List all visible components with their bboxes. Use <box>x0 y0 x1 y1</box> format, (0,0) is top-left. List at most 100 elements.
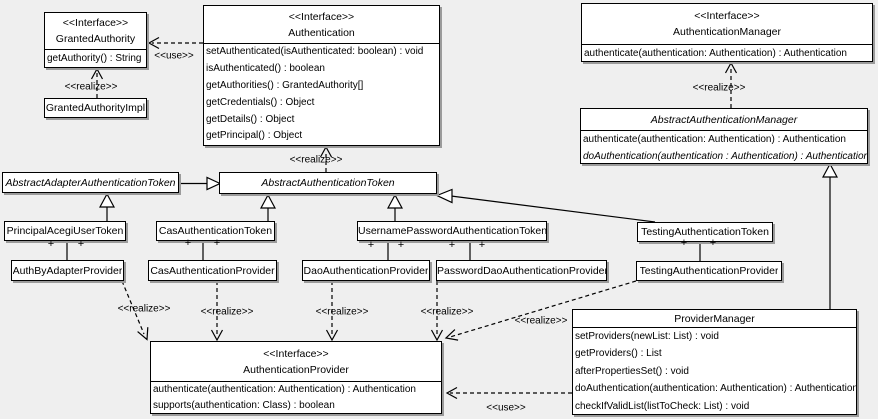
stereotype-label: <<Interface>> <box>288 10 355 23</box>
edge-generalization-cas-authentication-token <box>259 193 277 221</box>
association-plus-marker: + <box>397 239 405 251</box>
method: checkIfValidList(listToCheck: List) : vo… <box>575 400 750 412</box>
class-testing-authentication-token: TestingAuthenticationToken <box>637 222 773 242</box>
class-name: Authentication <box>288 26 355 39</box>
edge-label-realize: <<realize>> <box>117 303 171 315</box>
class-password-dao-authentication-provider: PasswordDaoAuthenticationProvider <box>436 260 607 281</box>
association-plus-marker: + <box>709 237 717 249</box>
class-cas-authentication-token: CasAuthenticationToken <box>156 221 275 241</box>
association-plus-marker: + <box>478 239 486 251</box>
method: getAuthority() : String <box>47 53 142 64</box>
edge-label-realize: <<realize>> <box>289 154 343 166</box>
edge-generalization-username-password-token <box>386 193 404 221</box>
method: getCredentials() : Object <box>206 96 315 108</box>
association-plus-marker: + <box>367 239 375 251</box>
method: authenticate(authentication: Authenticat… <box>583 134 846 145</box>
method: getAuthorities() : GrantedAuthority[] <box>206 79 364 91</box>
edge-realize-authbyadapter-provider <box>121 280 149 341</box>
method: authenticate(authentication: Authenticat… <box>584 48 847 59</box>
edge-use-authentication-to-grantedauthority <box>147 36 203 50</box>
class-name: AuthenticationManager <box>673 26 781 38</box>
class-granted-authority: <<Interface>> GrantedAuthority getAuthor… <box>44 12 147 68</box>
method: authenticate(authentication: Authenticat… <box>153 384 416 395</box>
edge-label-realize: <<realize>> <box>315 306 369 318</box>
class-auth-by-adapter-provider: AuthByAdapterProvider <box>11 260 124 281</box>
class-abstract-authentication-token: AbstractAuthenticationToken <box>219 172 437 194</box>
edge-generalization-testing-authentication-token <box>435 188 656 223</box>
class-name: PasswordDaoAuthenticationProvider <box>437 264 606 277</box>
edge-realize-dao-authentication-provider <box>325 281 339 342</box>
class-name: ProviderManager <box>674 312 755 325</box>
class-name: AuthenticationProvider <box>243 363 349 376</box>
methods-compartment: authenticate(authentication: Authenticat… <box>151 381 441 413</box>
edge-generalization-principal-acegi-user-token <box>98 192 116 221</box>
method-abstract: doAuthentication(authentication : Authen… <box>583 151 867 162</box>
methods-compartment: authenticate(authentication: Authenticat… <box>581 130 867 163</box>
stereotype-label: <<Interface>> <box>62 17 129 29</box>
class-name: AbstractAuthenticationManager <box>650 113 798 126</box>
class-name: GrantedAuthorityImpl <box>45 102 146 114</box>
class-cas-authentication-provider: CasAuthenticationProvider <box>148 260 277 281</box>
method: getPrincipal() : Object <box>206 130 303 142</box>
edge-label-realize: <<realize>> <box>692 82 746 94</box>
class-name: UsernamePasswordAuthenticationToken <box>358 225 546 237</box>
edge-label-realize: <<realize>> <box>420 306 474 318</box>
class-name: AuthByAdapterProvider <box>12 264 123 277</box>
method: setProviders(newList: List) : void <box>575 331 719 342</box>
class-authentication: <<Interface>> Authentication setAuthenti… <box>203 5 440 146</box>
class-name: AbstractAuthenticationToken <box>261 177 395 189</box>
method: setAuthenticated(isAuthenticated: boolea… <box>206 46 424 57</box>
class-name: TestingAuthenticationToken <box>641 226 769 238</box>
method: getDetails() : Object <box>206 113 295 125</box>
method: doAuthentication(authentication: Authent… <box>575 383 856 395</box>
edge-label-realize: <<realize>> <box>64 81 118 93</box>
association-plus-marker: + <box>213 237 221 249</box>
class-abstract-authentication-manager: AbstractAuthenticationManager authentica… <box>580 108 868 164</box>
association-plus-marker: + <box>47 238 55 250</box>
edge-realize-abstract-authentication-token <box>319 145 333 172</box>
class-name: CasAuthenticationProvider <box>150 264 275 277</box>
edge-generalization-adapter-token-to-abstract-token <box>179 176 222 191</box>
edge-realize-passworddao-authentication-provider <box>430 281 444 342</box>
methods-compartment: getAuthority() : String <box>45 49 146 67</box>
class-username-password-authentication-token: UsernamePasswordAuthenticationToken <box>357 221 547 241</box>
edge-label-realize: <<realize>> <box>514 315 568 327</box>
class-authentication-manager: <<Interface>> AuthenticationManager auth… <box>581 3 873 62</box>
method: isAuthenticated() : boolean <box>206 62 325 74</box>
edge-generalization-provider-manager <box>821 162 839 309</box>
class-provider-manager: ProviderManager setProviders(newList: Li… <box>572 309 857 415</box>
class-testing-authentication-provider: TestingAuthenticationProvider <box>636 261 782 281</box>
methods-compartment: setProviders(newList: List) : void getPr… <box>573 327 856 414</box>
stereotype-label: <<Interface>> <box>263 347 329 360</box>
methods-compartment: authenticate(authentication: Authenticat… <box>582 44 872 61</box>
class-name: TestingAuthenticationProvider <box>639 265 779 277</box>
stereotype-label: <<Interface>> <box>694 10 760 22</box>
method: afterPropertiesSet() : void <box>575 365 689 377</box>
edge-use-providermanager-to-authenticationprovider <box>445 386 572 400</box>
association-plus-marker: + <box>448 239 456 251</box>
class-authentication-provider: <<Interface>> AuthenticationProvider aut… <box>150 341 442 414</box>
method: supports(authentication: Class) : boolea… <box>153 400 335 411</box>
class-principal-acegi-user-token: PrincipalAcegiUserToken <box>4 221 126 241</box>
class-abstract-adapter-authentication-token: AbstractAdapterAuthenticationToken <box>2 172 179 193</box>
class-granted-authority-impl: GrantedAuthorityImpl <box>44 98 147 118</box>
class-name: GrantedAuthority <box>55 33 136 45</box>
edge-realize-abstract-authentication-manager <box>724 61 738 108</box>
class-dao-authentication-provider: DaoAuthenticationProvider <box>302 260 430 281</box>
association-plus-marker: + <box>184 237 192 249</box>
class-name: AbstractAdapterAuthenticationToken <box>5 176 176 189</box>
class-name: PrincipalAcegiUserToken <box>6 225 124 237</box>
edge-label-use: <<use>> <box>486 402 526 414</box>
edge-realize-grantedauthorityimpl <box>90 67 104 98</box>
edge-label-use: <<use>> <box>154 50 194 62</box>
class-name: DaoAuthenticationProvider <box>303 264 429 277</box>
edge-realize-testing-authentication-provider <box>444 280 637 341</box>
edge-label-realize: <<realize>> <box>200 306 254 318</box>
methods-compartment: setAuthenticated(isAuthenticated: boolea… <box>204 43 439 145</box>
association-plus-marker: + <box>680 237 688 249</box>
association-plus-marker: + <box>77 238 85 250</box>
method: getProviders() : List <box>575 348 662 360</box>
edge-realize-cas-authentication-provider <box>210 281 224 342</box>
